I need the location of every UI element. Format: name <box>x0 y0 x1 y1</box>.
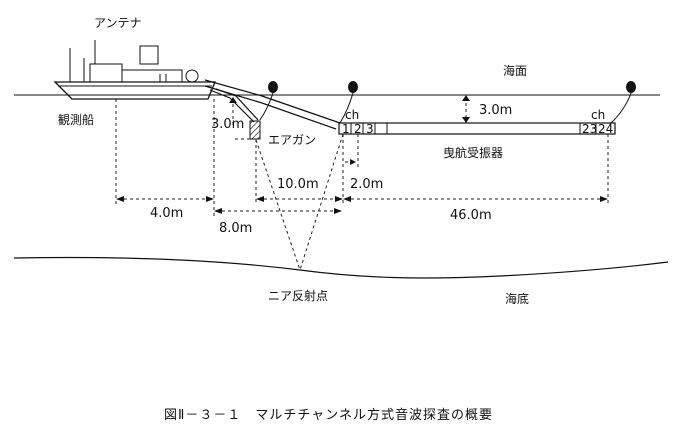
gun-to-ch1-label: 10.0m <box>277 177 319 192</box>
streamer-depth-label: 3.0m <box>479 103 512 118</box>
ship-to-ch1-label: 8.0m <box>219 221 252 236</box>
channel-interval-label: 2.0m <box>350 177 383 192</box>
survey-vessel-label: 観測船 <box>58 113 94 127</box>
ch1-to-ch24-label: 46.0m <box>450 208 492 223</box>
channel-number: 2 <box>354 122 362 136</box>
ch-label-near: ch <box>345 108 359 122</box>
air-gun-body <box>249 120 261 140</box>
antenna-label: アンテナ <box>94 16 142 30</box>
seabed-label: 海底 <box>505 291 529 306</box>
ray-paths <box>255 133 344 271</box>
channel-number: 3 <box>366 122 374 136</box>
sea-surface-label: 海面 <box>503 63 527 78</box>
channel-number: 24 <box>598 122 613 136</box>
reference-lines <box>115 99 609 216</box>
channel-number: 23 <box>582 122 597 136</box>
floats <box>259 81 636 125</box>
near-reflection-point-label: ニア反射点 <box>268 288 328 303</box>
streamer-cable <box>338 122 616 135</box>
dimension-lines <box>116 95 608 214</box>
channel-number: 1 <box>342 122 350 136</box>
seabed-line <box>13 256 669 279</box>
vessel <box>53 40 216 100</box>
air-gun-depth-label: 3.0m <box>211 117 244 132</box>
streamer-label: 曳航受振器 <box>443 145 503 160</box>
figure-caption: 図Ⅱ－３－１ マルチチャンネル方式音波探査の概要 <box>164 407 493 423</box>
tow-cables <box>204 79 341 130</box>
air-gun-label: エアガン <box>268 133 316 147</box>
ch-label-far: ch <box>591 108 605 122</box>
ship-to-gun-label: 4.0m <box>150 206 183 221</box>
